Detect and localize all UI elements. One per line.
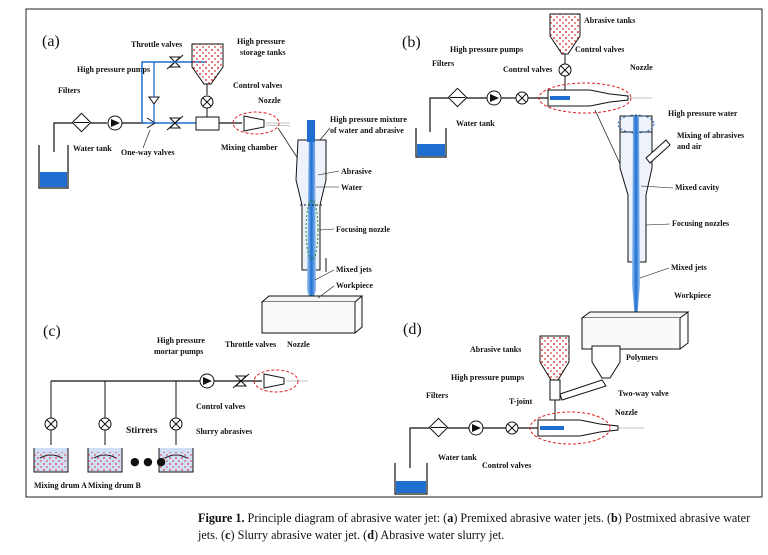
mixed-jets-a-label: Mixed jets	[336, 265, 372, 274]
stirrers-label: Stirrers	[126, 426, 158, 436]
workpiece-b-label: Workpiece	[674, 291, 711, 300]
water-tank-b	[415, 128, 447, 158]
t-joint-label: T-joint	[509, 397, 533, 406]
control-valves-a-label: Control valves	[233, 81, 282, 90]
abrasive-a-label: Abrasive	[341, 167, 372, 176]
nozzle-c-label: Nozzle	[287, 340, 310, 349]
panel-a: (a) Water tank Filters High pressure pum…	[38, 33, 407, 334]
nozzle-a	[243, 115, 265, 132]
caption-t5: ) Abrasive water slurry jet.	[374, 528, 505, 542]
pumps-b-label: High pressure pumps	[450, 45, 523, 54]
caption-a: a	[447, 511, 454, 525]
mixing-chamber-a-label: Mixing chamber	[221, 143, 278, 152]
caption-c: c	[225, 528, 231, 542]
control-valves-c-label: Control valves	[196, 402, 245, 411]
water-tank-d	[394, 463, 428, 495]
workpiece-a-label: Workpiece	[336, 281, 373, 290]
one-way-a-label: One-way valves	[121, 148, 175, 157]
nozzle-c	[263, 373, 285, 389]
mixing-b-l1: Mixing of abrasives	[677, 131, 744, 140]
storage-tanks-a-l1: High pressure	[237, 37, 285, 46]
panel-b-tag: (b)	[402, 34, 421, 51]
panel-c-tag: (c)	[43, 323, 61, 340]
caption-t2: ) Premixed abrasive water jets. (	[453, 511, 612, 525]
pumps-c-l2: mortar pumps	[154, 347, 203, 356]
water-tank-a-label: Water tank	[73, 144, 112, 153]
mixing-chamber-a	[195, 116, 220, 131]
nozzle-a-label: Nozzle	[258, 96, 281, 105]
filters-a-label: Filters	[58, 86, 80, 95]
panel-c: (c) ● ● ● Mixing drum A Mixing drum B St…	[33, 323, 310, 490]
abrasive-tanks-d-label: Abrasive tanks	[470, 345, 521, 354]
mixing-b-l2: and air	[677, 142, 702, 151]
polymers-tank	[591, 345, 621, 379]
caption-t1: Principle diagram of abrasive water jet:…	[244, 511, 448, 525]
drum-a-label: Mixing drum A	[34, 481, 87, 490]
pumps-d-label: High pressure pumps	[451, 373, 524, 382]
water-tank-a	[38, 145, 69, 189]
throttle-c-label: Throttle valves	[225, 340, 276, 349]
pumps-a-label: High pressure pumps	[77, 65, 150, 74]
slurry-c-label: Slurry abrasives	[196, 427, 252, 436]
pumps-c-l1: High pressure	[157, 336, 205, 345]
mixed-jets-b-label: Mixed jets	[671, 263, 707, 272]
nozzle-d	[537, 419, 619, 437]
panel-d: (d) Water tank Filters High pressure pum…	[394, 321, 669, 495]
storage-tanks-a-l2: storage tanks	[240, 48, 286, 57]
mixed-cavity-b-label: Mixed cavity	[675, 183, 719, 192]
mixture-a-l1: High pressure mixture	[330, 115, 407, 124]
focusing-a-label: Focusing nozzle	[336, 225, 390, 234]
control-valves-b-label: Control valves	[503, 65, 552, 74]
water-tank-b-label: Water tank	[456, 119, 495, 128]
focusing-b-label: Focusing nozzles	[672, 219, 729, 228]
water-tank-d-label: Water tank	[438, 453, 477, 462]
panel-d-tag: (d)	[403, 321, 422, 338]
storage-tank-a	[191, 43, 224, 85]
caption-t4: ) Slurry abrasive water jet. (	[230, 528, 368, 542]
hp-water-b-label: High pressure water	[668, 109, 738, 118]
figure-caption: Figure 1. Principle diagram of abrasive …	[198, 510, 758, 544]
abrasive-tank-d	[539, 335, 570, 381]
nozzle-b-label: Nozzle	[630, 63, 653, 72]
panel-a-tag: (a)	[42, 33, 60, 50]
filters-b-label: Filters	[432, 59, 454, 68]
filters-d-label: Filters	[426, 391, 448, 400]
caption-t3: ) Postmixed abrasive water jets. (	[198, 511, 751, 542]
workpiece-a	[260, 295, 364, 303]
water-a-label: Water	[341, 183, 363, 192]
abrasive-tank-b	[549, 13, 581, 55]
caption-b: b	[611, 511, 618, 525]
caption-fig: Figure 1.	[198, 511, 245, 525]
panel-b: (b) Water tank Filters High pressure pum…	[402, 13, 744, 350]
outer-frame	[25, 8, 763, 498]
polymers-label: Polymers	[626, 353, 658, 362]
two-way-label: Two-way valve	[618, 389, 669, 398]
ellipsis-dots: ● ● ●	[130, 455, 166, 468]
mixture-a-l2: of water and abrasive	[330, 126, 404, 135]
drum-b-label: Mixing drum B	[88, 481, 142, 490]
abrasive-tanks-b-label: Abrasive tanks	[584, 16, 635, 25]
throttle-a-label: Throttle valves	[131, 40, 182, 49]
caption-d: d	[367, 528, 374, 542]
nozzle-b	[547, 89, 629, 107]
nozzle-d-label: Nozzle	[615, 408, 638, 417]
control-valves-b2-label: Control valves	[575, 45, 624, 54]
workpiece-b	[580, 311, 690, 319]
control-valves-d-label: Control valves	[482, 461, 531, 470]
